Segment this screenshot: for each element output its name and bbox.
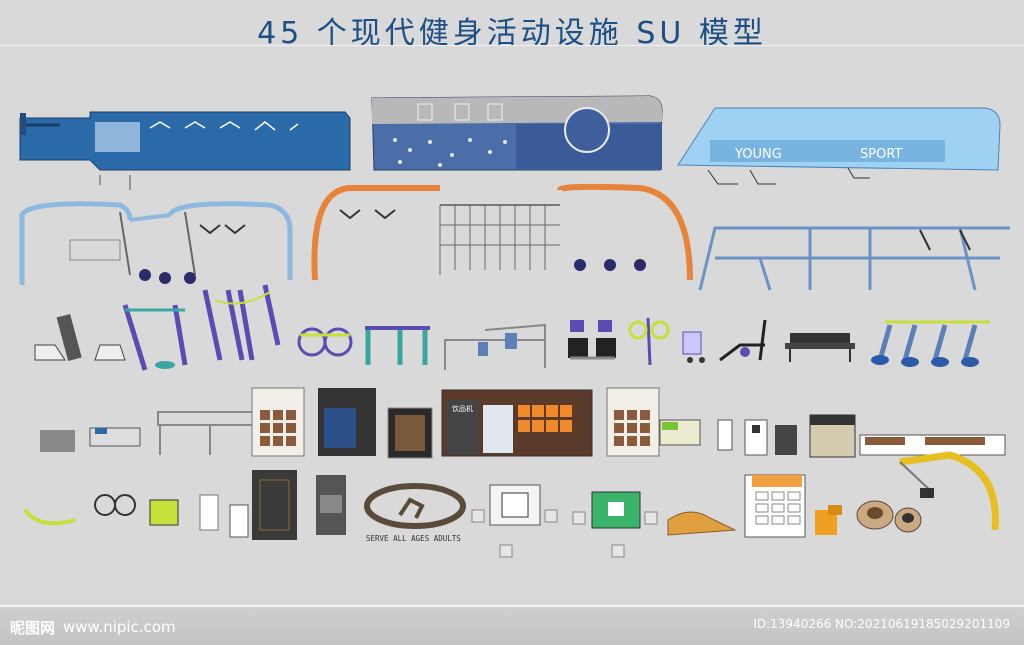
sign-text-sport: SPORT (860, 147, 902, 162)
orange-sign-board-model (667, 511, 737, 536)
dark-storage-cabinet-model (318, 388, 376, 456)
sink-counter-model (40, 427, 141, 452)
trash-bin-model (809, 414, 856, 458)
wood-locker-cabinet-model (251, 387, 305, 457)
curved-yellow-rail-model (899, 451, 999, 531)
sign-text-young: YOUNG (734, 147, 782, 162)
purple-pull-up-bars-model (202, 284, 281, 361)
orange-arch-play-frame-model (311, 183, 693, 281)
park-bench-model (785, 333, 855, 362)
trash-cans-model (199, 494, 249, 538)
running-figure-circle-model: SERVE ALL AGES ADULTS (364, 483, 466, 543)
orange-water-fountain-model (815, 505, 842, 535)
small-appliances-model (717, 419, 797, 456)
blue-bar-frame-model (698, 226, 1010, 291)
site-url[interactable]: www.nipic.com (63, 618, 176, 636)
wood-bench-long-model (859, 434, 1006, 456)
leg-press-model (719, 319, 767, 362)
display-board-model (387, 407, 433, 459)
double-arch-swing-frame-model (19, 201, 293, 285)
wheel-trainer-model (297, 327, 353, 357)
divider-bottom (0, 605, 1024, 607)
walker-machine-model (365, 326, 430, 365)
double-seat-press-model (568, 320, 616, 360)
vending-machine-wall-model: 饮品机 (441, 389, 593, 457)
sink-desk-model (659, 419, 701, 446)
long-table-frame-model (157, 411, 256, 455)
cart-machine-model (682, 331, 705, 363)
row-of-rowers-model (871, 320, 990, 367)
green-purple-swing-model (122, 304, 188, 371)
vending-label: 饮品机 (452, 404, 473, 413)
grey-kiosk-model (316, 475, 346, 535)
footer-brand: 昵图网 www.nipic.com (10, 614, 176, 640)
stretch-bar-model (444, 323, 546, 370)
round-stools-model (856, 500, 922, 533)
wood-locker-grid-model (744, 474, 806, 538)
yellow-green-trainers-model (23, 494, 179, 526)
young-sport-shelter-model: YOUNG SPORT (677, 107, 1001, 185)
chest-press-chair-model (34, 313, 126, 362)
black-door-panel-model (252, 470, 297, 540)
circle-text: SERVE ALL AGES ADULTS (366, 534, 461, 543)
divider-top (0, 45, 1024, 46)
chess-table-model (471, 484, 558, 558)
site-logo: 昵图网 (10, 618, 56, 637)
wood-locker-cabinet-2-model (606, 387, 660, 457)
image-id-text: ID:13940266 NO:20210619185029201109 (753, 617, 1010, 631)
footer-bar (0, 607, 1024, 645)
blue-panel-wall-model (19, 111, 351, 190)
sky-walker-model (628, 317, 670, 366)
climbing-wall-model (371, 95, 663, 171)
green-game-table-model (572, 491, 658, 558)
